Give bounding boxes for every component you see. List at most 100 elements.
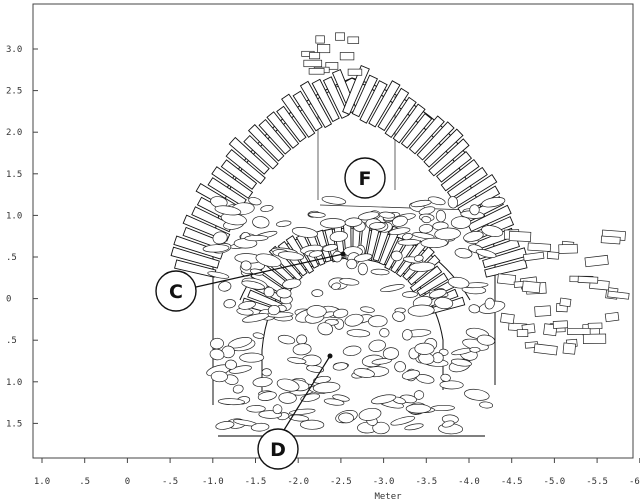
rubble-stone xyxy=(248,197,262,206)
rubble-stone xyxy=(288,408,316,415)
outer-voussoir-stone xyxy=(173,235,224,260)
rubble-stone xyxy=(244,235,269,242)
rubble-stone xyxy=(390,250,403,262)
rubble-stone xyxy=(344,313,364,327)
outer-voussoir-stone xyxy=(266,111,300,149)
rubble-stone xyxy=(299,419,325,430)
rubble-stone xyxy=(357,262,368,276)
rubble-stone xyxy=(397,239,421,246)
rubble-stone xyxy=(338,412,354,424)
rubble-stone xyxy=(232,384,244,394)
rubble-stone xyxy=(441,420,455,428)
rubble-stone xyxy=(401,369,420,380)
rubble-stone xyxy=(481,197,506,208)
rubble-stone xyxy=(414,342,435,355)
rubble-stone xyxy=(447,196,459,209)
outer-voussoir-stone xyxy=(392,103,426,144)
rubble-stone xyxy=(239,352,265,363)
outer-voussoir-stone xyxy=(351,74,379,118)
rubble-stone xyxy=(332,362,349,371)
rubble-stone xyxy=(252,377,273,388)
rubble-stone xyxy=(418,224,433,234)
rubble-stone xyxy=(218,281,232,292)
x-tick-label: .5 xyxy=(79,477,90,487)
rubble-stone xyxy=(371,358,392,365)
rubble-stone xyxy=(276,378,300,392)
leader-line-d xyxy=(283,355,331,431)
rubble-stone xyxy=(278,251,304,261)
outer-voussoir-stone xyxy=(428,138,470,177)
rubble-stone xyxy=(469,204,480,216)
rubble-stone xyxy=(308,68,325,75)
rubble-stone xyxy=(484,297,495,310)
rubble-stone xyxy=(587,322,603,330)
rubble-stone xyxy=(311,289,324,297)
rubble-stone xyxy=(440,373,451,382)
x-tick-label: -5.5 xyxy=(586,477,608,487)
x-axis-label: Meter xyxy=(374,492,402,502)
outer-voussoir-stone xyxy=(170,246,220,269)
rubble-stone xyxy=(533,343,558,356)
rubble-stone xyxy=(240,260,252,271)
rubble-stone xyxy=(242,313,269,323)
y-tick-label: 1.5 xyxy=(6,419,22,429)
rubble-stone xyxy=(562,342,577,355)
rubble-stone xyxy=(353,368,375,378)
rubble-stone xyxy=(321,196,347,205)
rubble-stone xyxy=(272,404,283,415)
rubble-stone xyxy=(546,251,560,260)
rubble-stone xyxy=(435,209,446,223)
rubble-stone xyxy=(335,32,345,41)
plot-frame xyxy=(32,3,634,459)
outer-voussoir-stone xyxy=(359,80,388,124)
rubble-stone xyxy=(390,416,416,426)
rubble-stone xyxy=(344,217,363,227)
rubble-stone xyxy=(368,339,386,352)
outer-voussoir-stone xyxy=(281,93,316,138)
rubble-stone xyxy=(370,268,390,276)
rubble-stone xyxy=(282,278,302,289)
outer-voussoir-stone xyxy=(342,65,370,115)
leader-dot-c xyxy=(340,251,346,257)
outer-voussoir-stone xyxy=(276,105,307,143)
rubble-stone xyxy=(331,282,341,290)
rubble-stone xyxy=(476,334,496,346)
rubble-stone xyxy=(534,305,552,317)
rubble-stone xyxy=(329,231,348,242)
rubble-stone xyxy=(252,216,270,229)
outer-voussoir-stone xyxy=(446,166,488,199)
x-tick-label: -1.5 xyxy=(245,477,267,487)
rubble-stone xyxy=(427,196,446,206)
callout-d: D xyxy=(257,428,299,470)
rubble-stone xyxy=(250,422,270,432)
rubble-stone xyxy=(567,328,591,335)
rubble-stone xyxy=(413,390,425,400)
rubble-stone xyxy=(379,328,390,338)
rubble-stone xyxy=(261,368,272,377)
rubble-stone xyxy=(380,284,405,293)
rubble-stone xyxy=(584,254,609,268)
rubble-stone xyxy=(296,334,308,345)
x-tick-label: -5.0 xyxy=(544,477,566,487)
rubble-stone xyxy=(577,275,599,284)
outer-voussoir-stone xyxy=(440,158,480,192)
rubble-stone xyxy=(527,242,552,252)
rubble-stone xyxy=(558,243,578,254)
rubble-stone xyxy=(255,253,282,268)
rubble-stone xyxy=(360,306,375,313)
svg-text:C: C xyxy=(169,281,183,303)
svg-text:F: F xyxy=(359,168,372,190)
rubble-stone xyxy=(464,388,490,401)
y-tick-label: 2.5 xyxy=(6,87,22,97)
x-tick-label: -4.0 xyxy=(458,477,480,487)
rubble-stone xyxy=(434,297,454,310)
outer-voussoir-stone xyxy=(220,159,258,190)
outer-voussoir-stone xyxy=(299,80,333,129)
rubble-stone xyxy=(402,291,418,298)
rubble-stone xyxy=(308,250,323,258)
rubble-stone xyxy=(267,305,281,316)
rubble-stone xyxy=(379,211,396,219)
rubble-stone xyxy=(479,401,494,409)
rubble-stone xyxy=(429,289,447,299)
